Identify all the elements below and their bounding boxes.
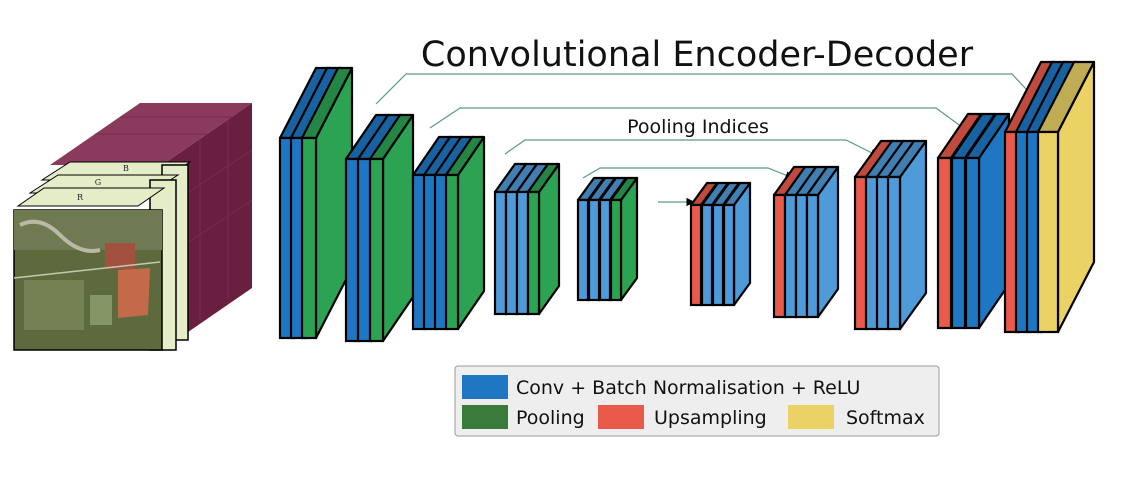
aerial-photo xyxy=(13,209,163,351)
pooling-indices-label: Pooling Indices xyxy=(627,116,769,138)
decoder-3-layer-4-conv xyxy=(886,139,928,331)
decoder-2-layer-1-upsampling-front xyxy=(936,156,953,330)
legend-swatch-softmax xyxy=(788,405,834,429)
cube-texture-lines xyxy=(95,116,253,320)
encoder-5-layer-2-conv-front xyxy=(587,198,601,302)
encoder-5-layer-4-pooling-front xyxy=(609,198,623,302)
skip-arrow-3 xyxy=(504,139,879,157)
decoder-1-layer-4-softmax-front xyxy=(1036,130,1060,334)
input-image-cube: B G R xyxy=(13,103,253,351)
encoder-3-layer-4-pooling xyxy=(444,135,486,331)
network-layers xyxy=(278,60,1096,343)
encoder-4-layer-1-conv-front xyxy=(493,190,508,316)
decoder-2-layer-2-conv-front xyxy=(950,156,967,330)
encoder-4-layer-3-conv-front xyxy=(515,190,530,316)
decoder-4-layer-3-conv-front xyxy=(794,193,809,319)
decoder-4-layer-1-upsampling-front xyxy=(772,193,787,319)
pooling-index-connections xyxy=(375,73,1041,207)
channel-label-g: G xyxy=(95,178,101,187)
decoder-5-layer-2-conv-front xyxy=(700,203,714,307)
decoder-4-layer-4-conv xyxy=(805,165,840,319)
channel-label-b: B xyxy=(123,164,129,173)
decoder-5-layer-1-upsampling-front xyxy=(689,203,703,307)
decoder-5-layer-4-conv xyxy=(722,181,752,307)
encoder-5-layer-1-conv-front xyxy=(576,198,590,302)
decoder-5-layer-4-conv-front xyxy=(722,203,736,307)
skip-arrow-4 xyxy=(582,167,794,180)
encoder-5-layer-3-conv-front xyxy=(598,198,612,302)
encoder-1-layer-3-pooling xyxy=(300,66,354,340)
decoder-2-layer-3-conv-front xyxy=(964,156,981,330)
skip-arrow-2 xyxy=(429,107,967,131)
decoder-4-layer-2-conv-front xyxy=(783,193,798,319)
encoder-4-layer-4-pooling xyxy=(526,162,561,316)
legend-label-pooling: Pooling xyxy=(516,407,585,429)
legend-swatch-pooling xyxy=(462,405,508,429)
decoder-2-layer-3-conv xyxy=(964,112,1011,330)
encoder-4-layer-4-pooling-front xyxy=(526,190,541,316)
encoder-2-layer-3-pooling-front xyxy=(368,157,385,343)
legend-label-conv: Conv + Batch Normalisation + ReLU xyxy=(516,377,860,399)
encoder-1-layer-3-pooling-front xyxy=(300,136,318,340)
decoder-1-layer-4-softmax xyxy=(1036,60,1096,334)
legend-swatch-conv xyxy=(462,375,508,399)
encoder-3-layer-4-pooling-front xyxy=(444,173,460,331)
legend-label-softmax: Softmax xyxy=(846,407,925,429)
legend: Conv + Batch Normalisation + ReLU Poolin… xyxy=(454,365,940,437)
channel-label-r: R xyxy=(77,193,84,202)
diagram-title: Convolutional Encoder-Decoder xyxy=(421,35,974,75)
encoder-4-layer-2-conv-front xyxy=(504,190,519,316)
decoder-3-layer-4-conv-front xyxy=(886,175,902,331)
legend-label-upsampling: Upsampling xyxy=(654,407,767,429)
decoder-4-layer-4-conv-front xyxy=(805,193,820,319)
encoder-5-layer-4-pooling xyxy=(609,176,639,302)
encoder-2-layer-3-pooling xyxy=(368,113,415,343)
decoder-5-layer-3-conv-front xyxy=(711,203,725,307)
cube-band-r xyxy=(16,187,166,207)
legend-swatch-upsampling xyxy=(598,405,644,429)
skip-arrow-1 xyxy=(375,73,1041,105)
